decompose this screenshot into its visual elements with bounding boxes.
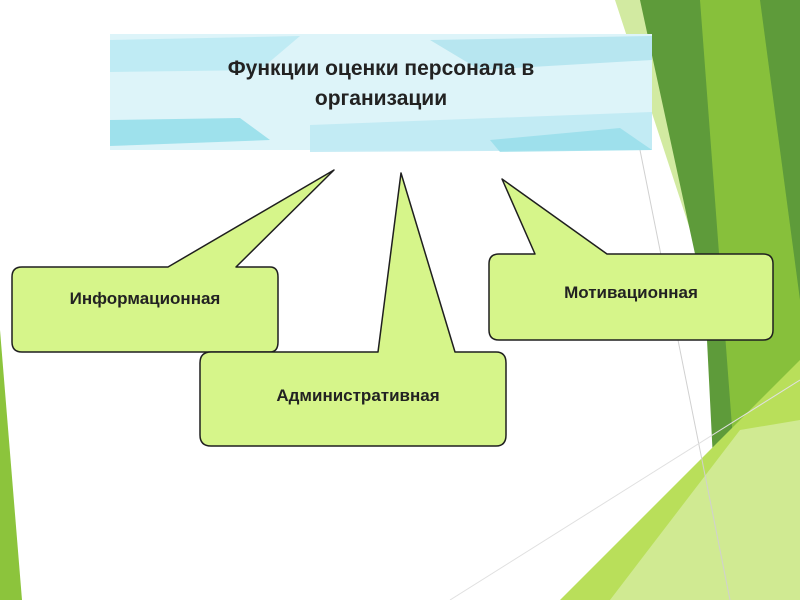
deco-line-1 <box>639 149 731 600</box>
label-motivational: Мотивационная <box>564 283 698 302</box>
title-band <box>110 34 652 152</box>
label-administrative: Административная <box>276 386 440 405</box>
deco-facet-pale <box>610 420 800 600</box>
callout-motivational <box>488 178 774 341</box>
label-informational: Информационная <box>69 289 221 308</box>
title-box: Функции оценки персонала в организации <box>110 34 652 150</box>
callout-administrative <box>199 172 507 447</box>
callout-informational <box>11 169 335 353</box>
deco-facet-left <box>0 330 22 600</box>
diagram-title: Функции оценки персонала в организации <box>227 57 535 110</box>
deco-line-2 <box>449 379 800 600</box>
